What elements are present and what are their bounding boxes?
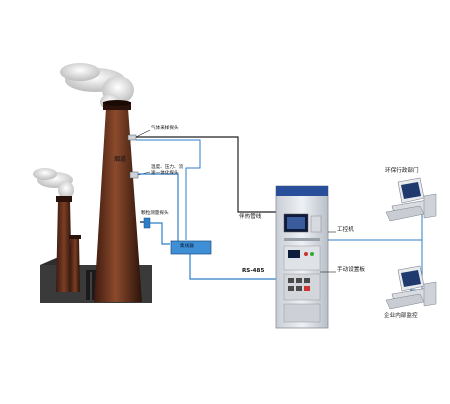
temp-probe-shape [129, 171, 139, 179]
computer-bottom [385, 265, 437, 310]
heat-trace-line [136, 136, 276, 213]
label-manual-panel: 手动设置板 [337, 267, 365, 273]
label-junction-box: 集线器 [180, 244, 194, 249]
label-industrial-pc: 工控机 [337, 227, 354, 233]
label-gas-sampling-probe: 气体采样探头 [151, 126, 179, 131]
particulate-probe-shape [143, 217, 151, 229]
small-chimneys [56, 196, 81, 292]
particulate-signal-line [150, 222, 170, 245]
label-particulate-probe: 颗粒测量探头 [141, 211, 169, 216]
junction-box [170, 240, 212, 255]
analysis-cabinet [275, 185, 329, 329]
gas-signal-line [136, 139, 201, 240]
label-temp-pressure-flow-1: 温度、压力、流 [151, 165, 184, 170]
label-flue: 烟道 [114, 156, 127, 163]
label-temp-pressure-flow-2: 速一体化探头 [151, 171, 179, 176]
label-heat-trace-line: 伴热管线 [239, 214, 262, 220]
gas-probe-shape [127, 134, 137, 141]
label-enterprise-monitor: 企业内部监控 [384, 313, 418, 319]
smoke-small [33, 168, 74, 199]
rs485-line [189, 254, 278, 280]
label-rs485: RS-485 [242, 268, 265, 274]
computer-top [385, 177, 437, 222]
label-env-dept: 环保行政部门 [385, 168, 419, 174]
main-chimney [94, 100, 142, 302]
